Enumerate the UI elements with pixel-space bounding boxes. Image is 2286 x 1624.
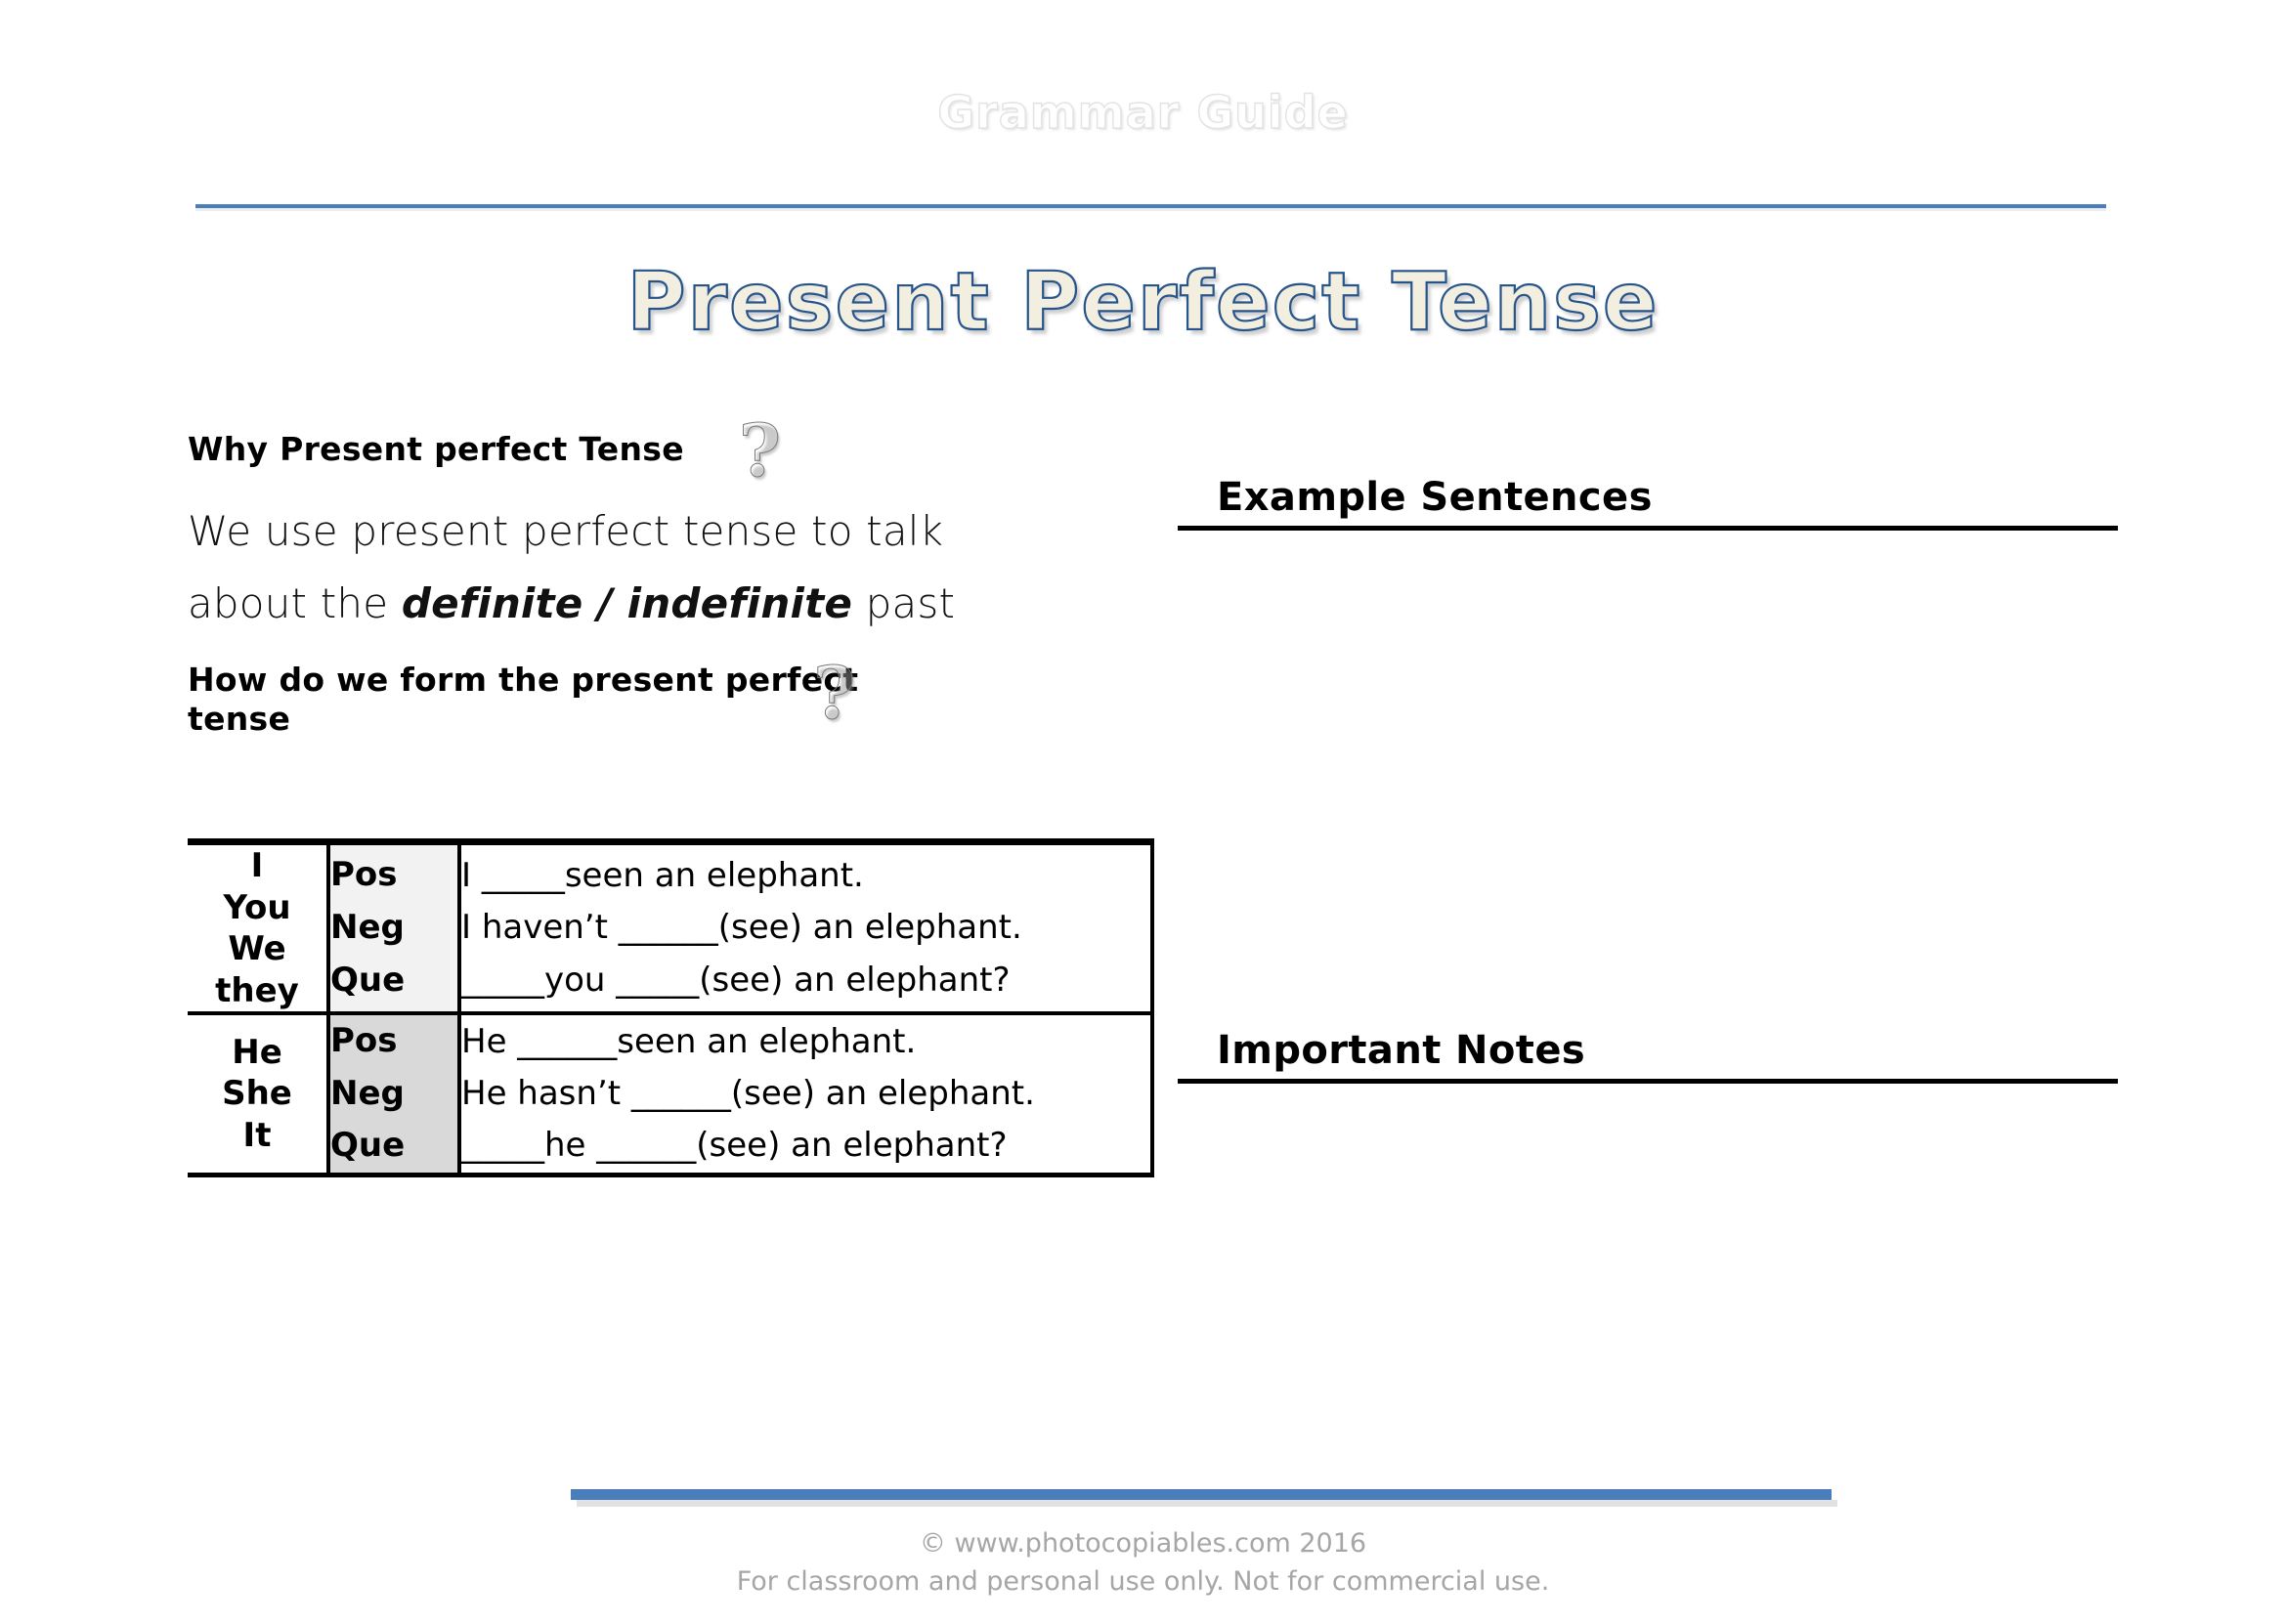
table-row: I You We they Pos Neg Que I _____seen an… — [188, 838, 1154, 1015]
sentence-cell-group-1: I _____seen an elephant. I haven’t _____… — [459, 838, 1154, 1015]
sentence-negative: He hasn’t ______(see) an elephant. — [461, 1074, 1035, 1114]
pronoun-item: they — [215, 970, 299, 1010]
example-sentences-heading: Example Sentences — [1217, 475, 1653, 520]
pronoun-item: You — [223, 887, 291, 927]
footer-usage-notice: For classroom and personal use only. Not… — [736, 1566, 1550, 1598]
form-type-que: Que — [330, 960, 406, 1000]
pronoun-item: We — [228, 929, 286, 968]
pronoun-item: It — [242, 1115, 272, 1155]
present-perfect-form-table: I You We they Pos Neg Que I _____seen an… — [188, 838, 1154, 1178]
intro-line-2-emphasis: definite / indefinite — [401, 578, 853, 627]
form-type-pos: Pos — [330, 855, 398, 895]
how-heading-row: How do we form the present perfect tense… — [188, 651, 859, 738]
table-row: He She It Pos Neg Que He ______seen an e… — [188, 1013, 1154, 1178]
form-type-que: Que — [330, 1126, 406, 1166]
pronoun-item: She — [222, 1074, 292, 1114]
form-type-neg: Neg — [330, 1073, 405, 1113]
footer-text: © www.photocopiables.com 2016 For classr… — [0, 1524, 2286, 1601]
sentence-positive: He ______seen an elephant. — [461, 1022, 917, 1062]
left-column: Why Present perfect Tense ? We use prese… — [188, 408, 1165, 739]
pronoun-cell-group-1: I You We they — [188, 838, 328, 1015]
sentence-question: _____you _____(see) an elephant? — [461, 960, 1011, 1000]
form-type-cell-group-1: Pos Neg Que — [326, 838, 461, 1015]
why-heading-label: Why Present perfect Tense — [188, 430, 684, 468]
sentence-positive: I _____seen an elephant. — [461, 856, 864, 896]
pronoun-item: He — [232, 1032, 282, 1072]
example-sentences-rule — [1178, 526, 2118, 531]
intro-line-1: We use present perfect tense to talk — [188, 507, 944, 556]
pronoun-item: I — [250, 846, 264, 885]
header-divider-rule — [195, 204, 2106, 211]
intro-line-2-post: past — [852, 578, 956, 627]
how-heading-label: How do we form the present perfect tense — [188, 660, 859, 738]
why-heading-row: Why Present perfect Tense ? — [188, 408, 782, 493]
important-notes-section: Important Notes — [1178, 1028, 2118, 1084]
grammar-guide-watermark: Grammar Guide — [937, 85, 1349, 139]
important-notes-rule — [1178, 1079, 2118, 1084]
sentence-negative: I haven’t ______(see) an elephant. — [461, 908, 1022, 948]
important-notes-heading: Important Notes — [1217, 1028, 1586, 1073]
footer-accent-bar — [571, 1489, 1837, 1507]
form-type-pos: Pos — [330, 1021, 398, 1060]
form-type-neg: Neg — [330, 908, 405, 948]
intro-line-2-pre: about the — [188, 578, 402, 627]
page-title: Present Perfect Tense — [625, 255, 1660, 350]
sentence-question: _____he ______(see) an elephant? — [461, 1126, 1008, 1166]
pronoun-cell-group-2: He She It — [188, 1013, 328, 1178]
form-type-cell-group-2: Pos Neg Que — [326, 1013, 461, 1178]
intro-line-2: about the definite / indefinite past — [188, 575, 1165, 633]
footer-copyright: © www.photocopiables.com 2016 — [919, 1528, 1367, 1559]
example-sentences-section: Example Sentences — [1178, 475, 2118, 531]
sentence-cell-group-2: He ______seen an elephant. He hasn’t ___… — [459, 1013, 1154, 1178]
